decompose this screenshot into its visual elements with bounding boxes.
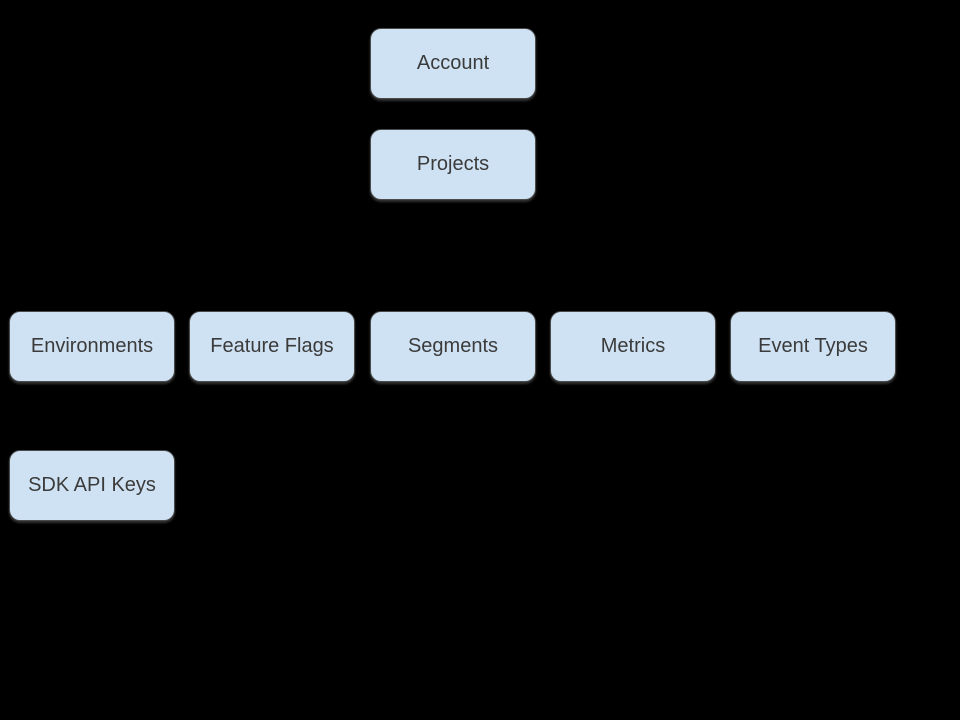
node-account-label: Account [416, 52, 490, 74]
node-event-types-label: Event Types [758, 335, 868, 357]
node-account: Account [370, 28, 536, 99]
node-feature-flags: Feature Flags [189, 311, 355, 382]
node-feature-flags-label: Feature Flags [210, 335, 334, 357]
node-segments: Segments [370, 311, 536, 382]
node-sdk-api-keys: SDK API Keys [9, 450, 175, 521]
node-environments-label: Environments [30, 335, 154, 357]
node-metrics: Metrics [550, 311, 716, 382]
node-segments-label: Segments [407, 335, 499, 357]
node-sdk-api-keys-label: SDK API Keys [28, 474, 156, 496]
node-event-types: Event Types [730, 311, 896, 382]
node-environments: Environments [9, 311, 175, 382]
node-metrics-label: Metrics [600, 335, 666, 357]
node-projects: Projects [370, 129, 536, 200]
node-projects-label: Projects [416, 153, 490, 175]
